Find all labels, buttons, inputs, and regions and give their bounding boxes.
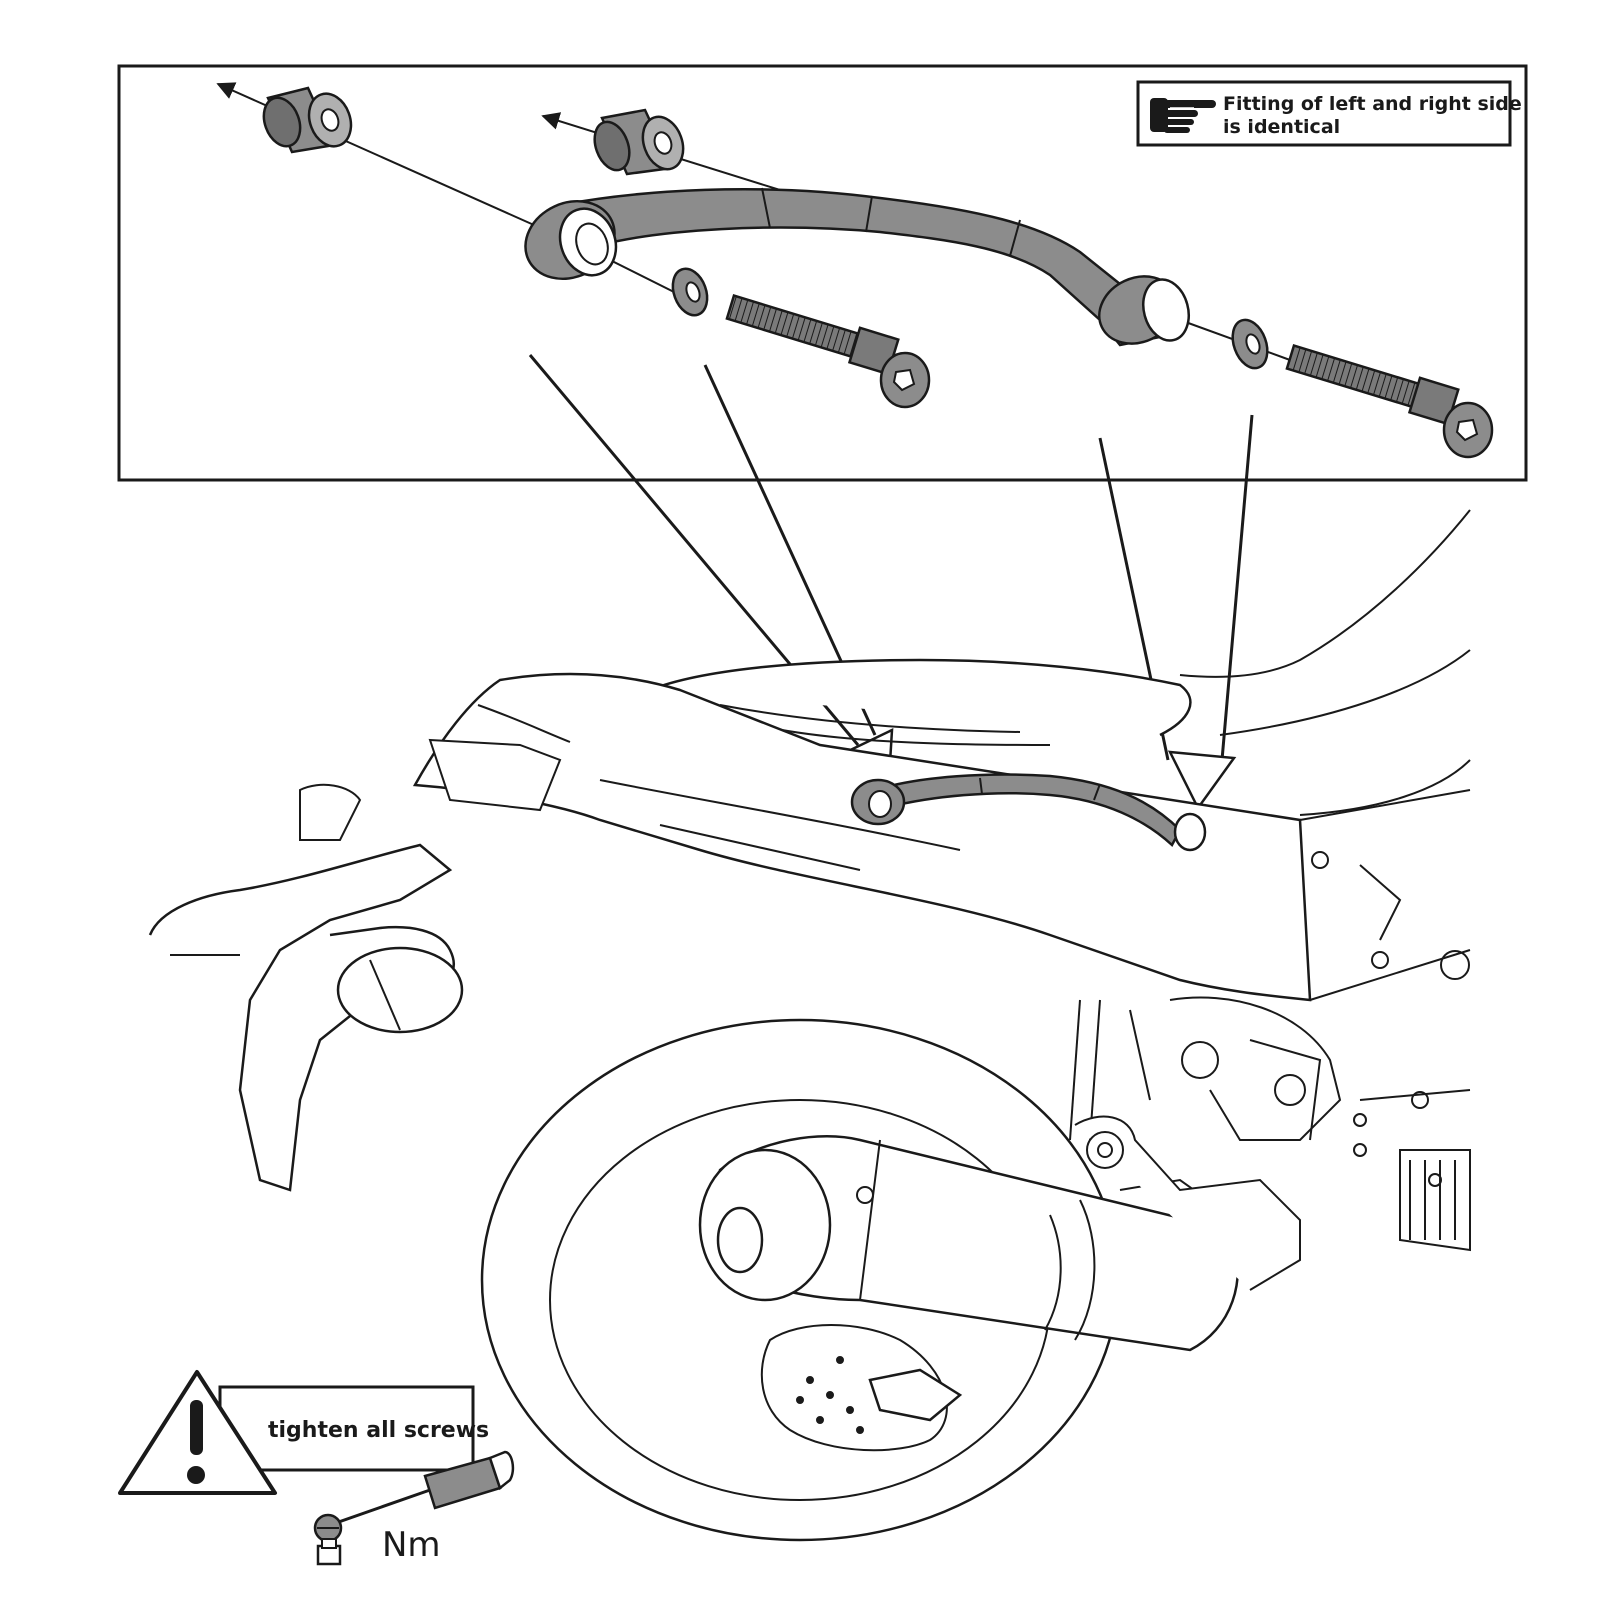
installed-grab-rail xyxy=(850,773,1207,852)
torque-unit: Nm xyxy=(382,1525,441,1565)
exhaust-muffler xyxy=(698,1135,1251,1352)
washer-left xyxy=(671,267,709,317)
note-box: Fitting of left and right side is identi… xyxy=(1136,80,1522,147)
warning-triangle-icon xyxy=(118,1370,277,1495)
bolt-right xyxy=(1285,344,1494,459)
grab-rail-bar xyxy=(524,187,1190,347)
torque-wrench-icon xyxy=(313,1450,515,1566)
motorcycle-illustration xyxy=(148,509,1471,1542)
note-line-1: Fitting of left and right side xyxy=(1223,93,1522,115)
bolt-left xyxy=(725,294,931,409)
brake-disc xyxy=(760,1324,963,1452)
warning-text: tighten all screws xyxy=(268,1418,489,1443)
spacer-right xyxy=(593,108,685,176)
detail-inset: Fitting of left and right side is identi… xyxy=(117,64,1528,482)
warning-block: tighten all screws xyxy=(118,1370,489,1495)
pointing-hand-icon xyxy=(1150,98,1216,133)
washer-right xyxy=(1231,318,1269,370)
spacer-left xyxy=(262,86,353,154)
note-line-2: is identical xyxy=(1223,116,1340,138)
